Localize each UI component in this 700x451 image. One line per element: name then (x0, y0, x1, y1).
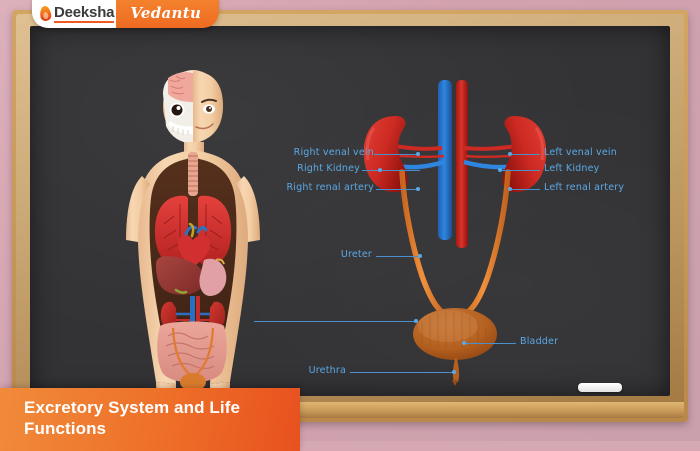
label-right-kidney: Right Kidney (297, 163, 360, 174)
connector-left-venal-vein (510, 154, 540, 155)
connector-right-venal-vein (374, 154, 418, 155)
dot-urethra (452, 370, 456, 374)
right-ureter (399, 169, 451, 319)
urethra-shape (452, 358, 460, 382)
human-anatomy-illustration (126, 70, 260, 396)
head-group (163, 70, 223, 156)
dot-right-kidney (378, 168, 382, 172)
dot-left-kidney (498, 168, 502, 172)
trachea-group (188, 152, 198, 196)
kidneys-small-group (160, 296, 226, 342)
logo-bar[interactable]: Deeksha Vedantu (32, 0, 220, 28)
dot-ureter (418, 254, 422, 258)
dot-right-renal-artery (416, 187, 420, 191)
flame-icon (39, 4, 52, 22)
deeksha-logo-text: Deeksha (54, 3, 115, 23)
vedantu-logo-text: Vedantu (130, 4, 202, 22)
chalk[interactable] (578, 383, 622, 392)
connector-right-renal-artery (376, 189, 420, 190)
connector-urethra (350, 372, 454, 373)
connector-right-kidney (362, 170, 420, 171)
label-bladder: Bladder (520, 336, 559, 347)
connector-left-kidney (502, 170, 540, 171)
deeksha-logo[interactable]: Deeksha (32, 0, 127, 28)
dot-right-venal-vein (416, 152, 420, 156)
urinary-system-diagram (363, 80, 547, 386)
inferior-vena-cava (438, 80, 452, 240)
label-ureter: Ureter (340, 249, 372, 260)
page-title-line1: Excretory System and Life (24, 398, 241, 417)
connector-body-to-bladder (254, 321, 416, 322)
vedantu-logo[interactable]: Vedantu (116, 0, 220, 28)
label-left-venal-vein: Left venal vein (544, 147, 617, 158)
connector-ureter (376, 256, 420, 257)
label-left-renal-artery: Left renal artery (544, 182, 625, 193)
dot-bladder (462, 341, 466, 345)
label-left-kidney: Left Kidney (544, 163, 600, 174)
dot-left-renal-artery (508, 187, 512, 191)
page-title-line2: Functions (24, 419, 107, 438)
title-banner: Excretory System and Life Functions (0, 388, 300, 451)
abdominal-aorta (456, 80, 468, 248)
label-urethra: Urethra (308, 365, 346, 376)
heart-group (178, 222, 210, 268)
digestive-upper-group (156, 256, 227, 296)
label-right-venal-vein: Right venal vein (293, 147, 374, 158)
dot-body-to-bladder (414, 319, 418, 323)
dot-left-venal-vein (508, 152, 512, 156)
connector-left-renal-artery (510, 189, 540, 190)
left-ureter (459, 169, 511, 319)
blackboard-surface: Right venal vein Right Kidney Right rena… (30, 26, 670, 396)
blackboard-frame: Right venal vein Right Kidney Right rena… (12, 10, 688, 422)
connector-bladder (464, 343, 516, 344)
label-right-renal-artery: Right renal artery (286, 182, 374, 193)
